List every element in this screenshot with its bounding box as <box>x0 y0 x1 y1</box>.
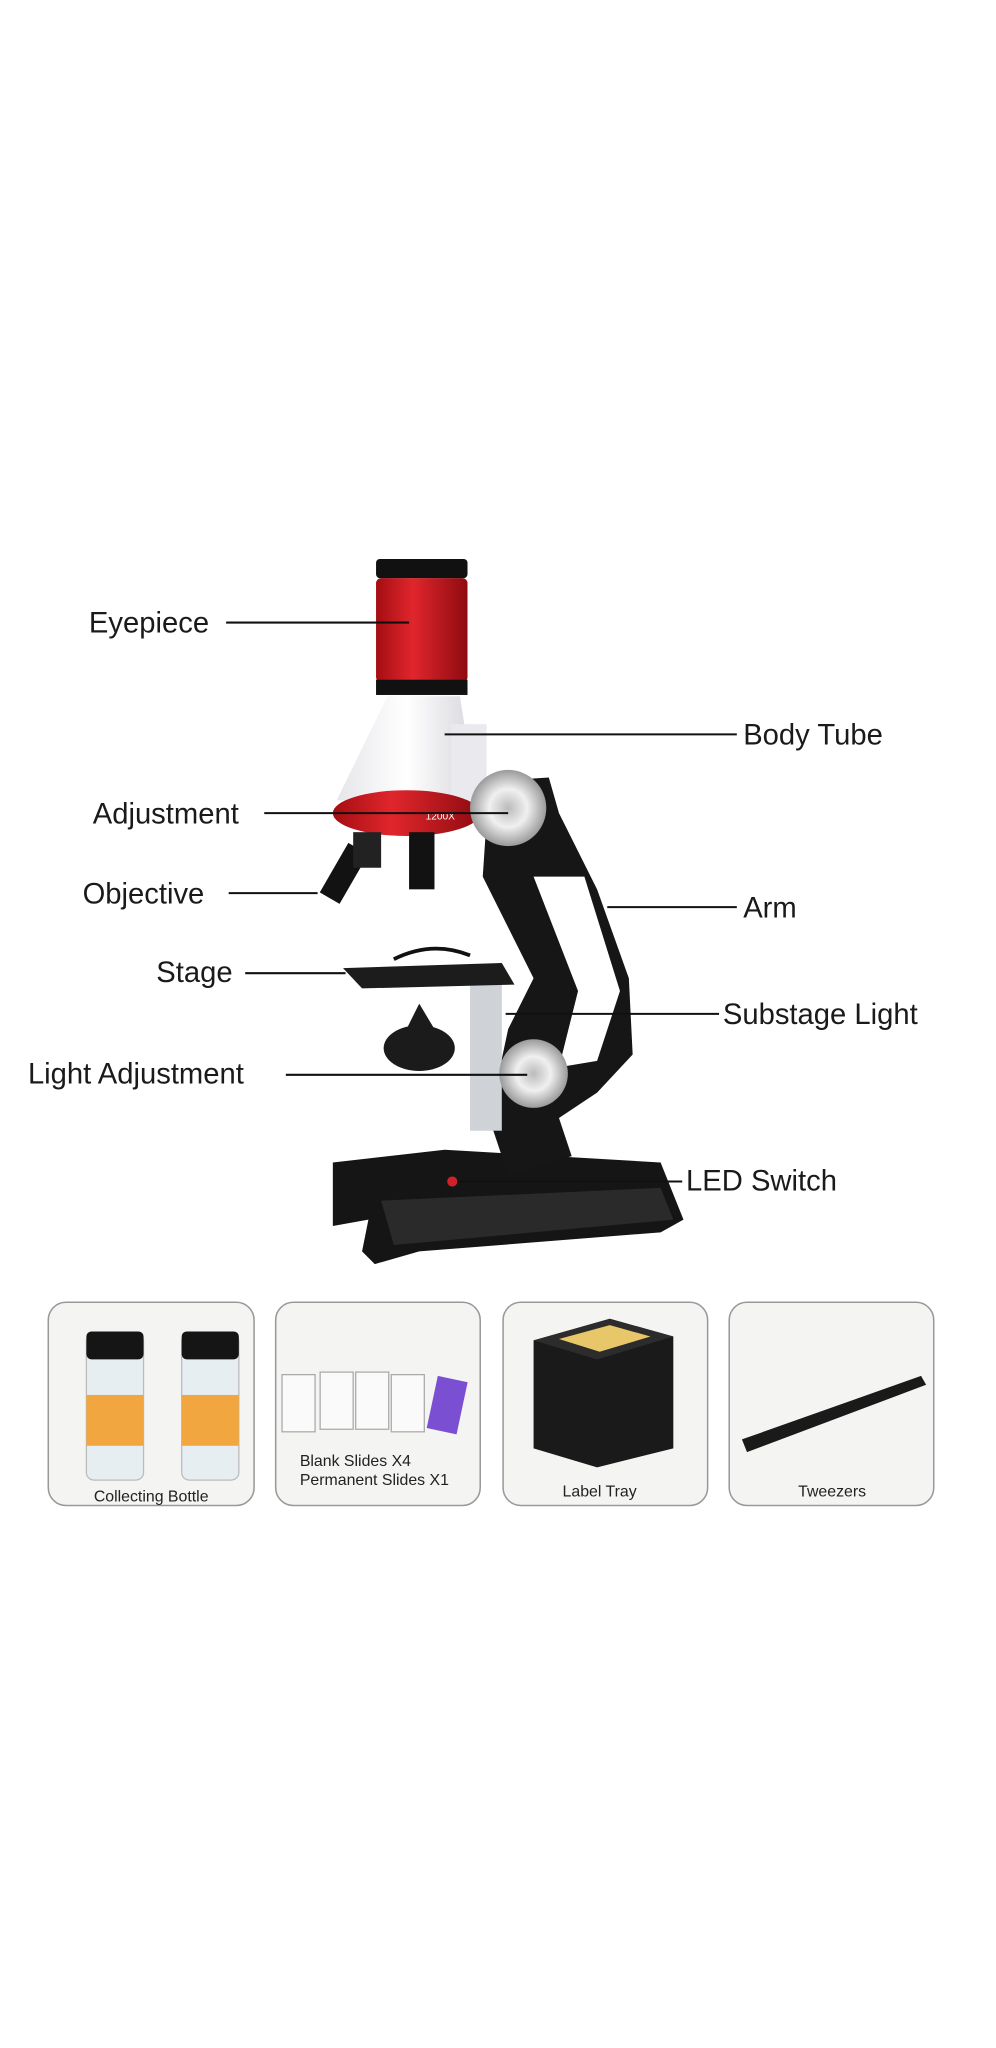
label-stage: Stage <box>156 957 232 989</box>
led-switch-button <box>447 1176 458 1187</box>
tweezers-image <box>741 1375 927 1453</box>
microscope-stage <box>343 963 515 989</box>
label-objective: Objective <box>83 878 205 910</box>
label-substage-light: Substage Light <box>723 999 918 1031</box>
objective-lens <box>409 832 435 890</box>
microscope-image: 1200X <box>319 559 684 1265</box>
accessory-card-collecting-bottle: Collecting Bottle <box>47 1301 255 1507</box>
eyepiece <box>376 578 468 683</box>
accessory-card-slides: Blank Slides X4 Permanent Slides X1 <box>274 1301 481 1507</box>
label-collecting-bottle: Collecting Bottle <box>94 1489 209 1506</box>
accessory-card-tweezers: Tweezers <box>728 1301 935 1507</box>
label-body-tube: Body Tube <box>743 720 883 752</box>
label-permanent-slides: Permanent Slides X1 <box>300 1472 449 1489</box>
label-light-adjustment: Light Adjustment <box>28 1059 244 1091</box>
label-blank-slides: Blank Slides X4 <box>300 1453 411 1470</box>
label-label-tray: Label Tray <box>563 1484 637 1501</box>
label-tweezers: Tweezers <box>798 1484 866 1501</box>
focus-knob <box>470 769 547 847</box>
label-led-switch: LED Switch <box>686 1165 837 1197</box>
label-adjustment: Adjustment <box>93 798 239 830</box>
label-eyepiece: Eyepiece <box>89 608 209 640</box>
label-arm: Arm <box>743 892 797 924</box>
accessory-card-label-tray: Label Tray <box>502 1301 709 1507</box>
light-adjustment-knob <box>499 1039 568 1108</box>
magnification-text: 1200X <box>426 811 456 822</box>
body-tube <box>336 696 477 801</box>
